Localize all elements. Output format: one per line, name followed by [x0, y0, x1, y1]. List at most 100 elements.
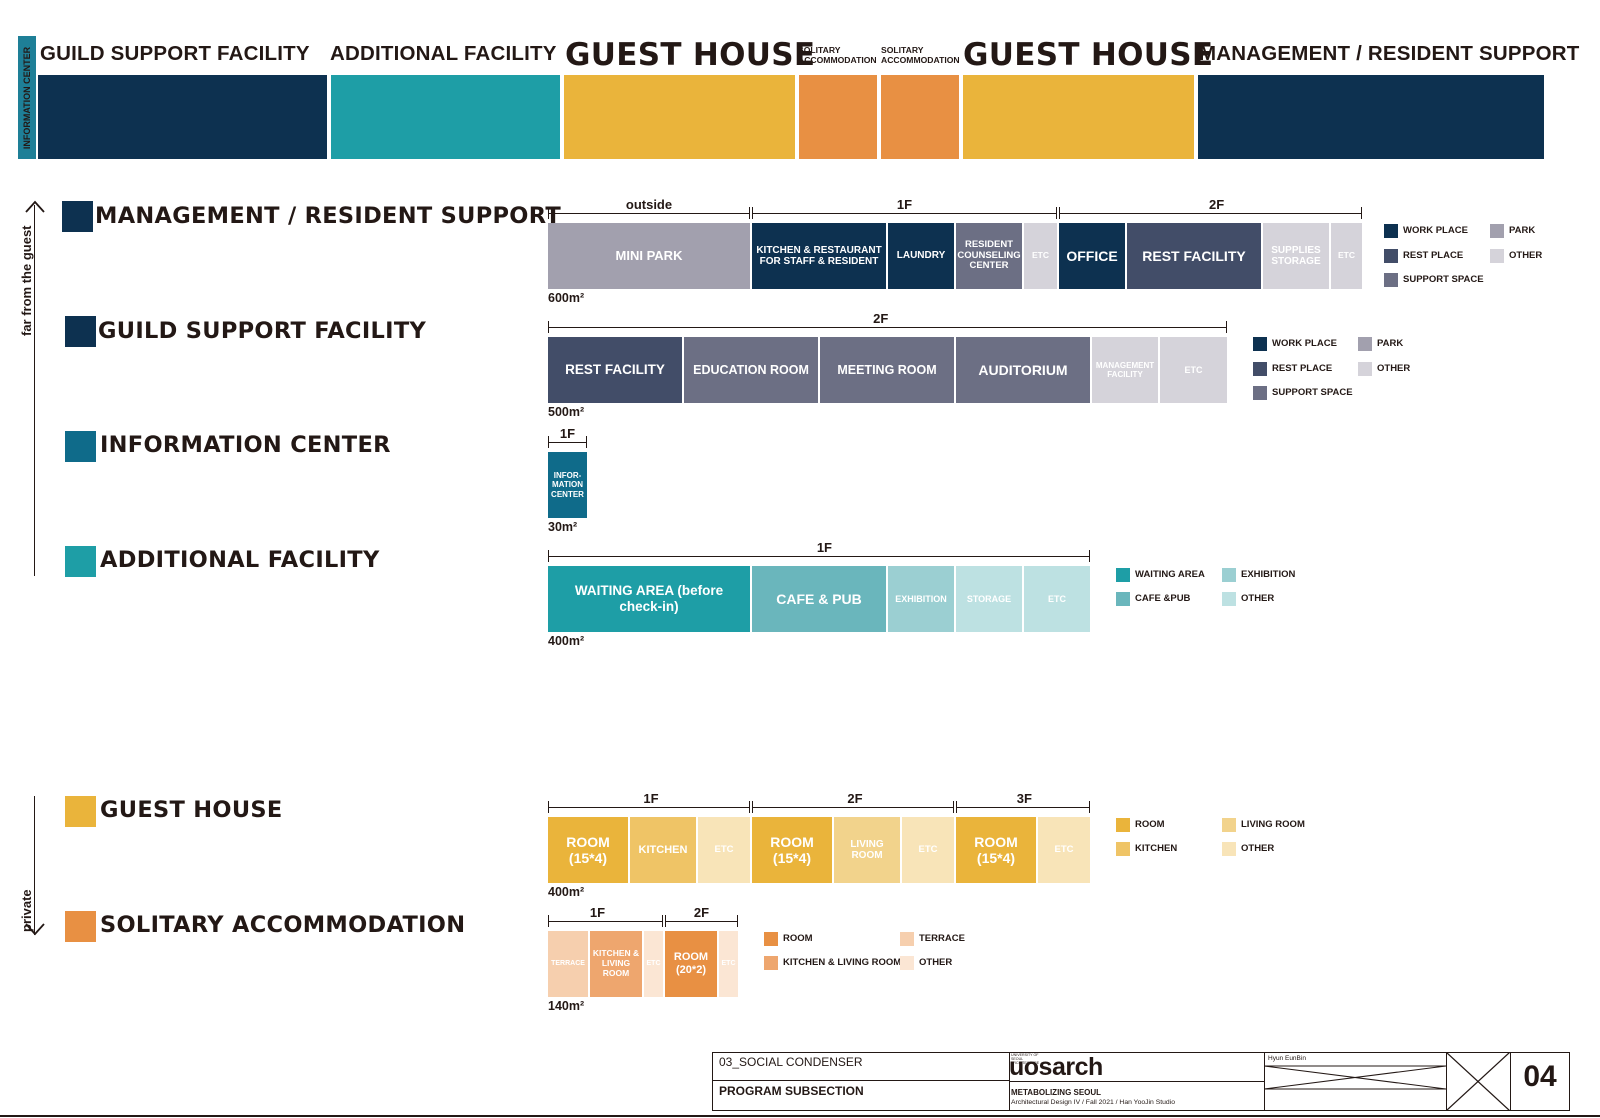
axis-lower-label: private — [19, 889, 34, 932]
title-block-sheet-title: PROGRAM SUBSECTION — [719, 1084, 864, 1098]
seg-additional-exhibition: EXHIBITION — [888, 566, 954, 632]
seg-solitary-etc-1f: ETC — [644, 931, 663, 997]
legend-management-park: PARK — [1509, 225, 1536, 236]
dim-label-guest-1f: 1F — [641, 791, 661, 806]
dim-label-guild-2f: 2F — [871, 311, 891, 326]
top-label-solitary-1-line1: SOLITARY — [798, 45, 841, 55]
top-block-guest-house-2 — [963, 75, 1194, 159]
legend-additional-other-swatch — [1222, 592, 1236, 606]
legend-solitary-room: ROOM — [783, 933, 813, 944]
title-block-page-number: 04 — [1523, 1060, 1557, 1093]
top-block-management — [1198, 75, 1544, 159]
dim-guest-3f: 3F — [956, 792, 1090, 814]
title-block-divider-3 — [1446, 1052, 1447, 1111]
title-block-logo-small: UNIVERSITY OF SEOUL ARCHITECTURE — [1011, 1053, 1040, 1065]
area-info: 30m² — [548, 520, 578, 534]
dim-management-2f: 2F — [1059, 198, 1362, 220]
top-label-additional: ADDITIONAL FACILITY — [330, 42, 557, 65]
seg-guest-etc-2f: ETC — [902, 817, 954, 883]
legend-guild-other-swatch — [1358, 362, 1372, 376]
dim-guest-1f: 1F — [548, 792, 750, 814]
seg-guest-room-3f: ROOM (15*4) — [956, 817, 1036, 883]
dim-management-outside: outside — [548, 198, 750, 220]
category-square-solitary — [65, 911, 96, 942]
title-block-divider-2 — [1264, 1052, 1265, 1111]
seg-management-etc-1: ETC — [1024, 223, 1057, 289]
top-block-guild — [38, 75, 327, 159]
seg-guild-education-room: EDUCATION ROOM — [684, 337, 818, 403]
seg-solitary-terrace: TERRACE — [548, 931, 588, 997]
top-label-information-center: INFORMATION CENTER — [22, 46, 32, 149]
top-label-solitary-2-line1: SOLITARY — [881, 45, 924, 55]
seg-management-kitchen-restaurant: KITCHEN & RESTAURANT FOR STAFF & RESIDEN… — [752, 223, 886, 289]
category-label-solitary: SOLITARY ACCOMMODATION — [100, 912, 466, 938]
category-label-info: INFORMATION CENTER — [100, 432, 391, 458]
seg-guest-etc-3f: ETC — [1038, 817, 1090, 883]
top-block-additional — [331, 75, 560, 159]
legend-guild-work-place: WORK PLACE — [1272, 338, 1337, 349]
title-block-cross-box — [1446, 1052, 1510, 1111]
seg-guild-etc: ETC — [1160, 337, 1227, 403]
top-label-solitary-1: SOLITARY ACCOMMODATION — [798, 45, 877, 66]
legend-management-rest-place-swatch — [1384, 249, 1398, 263]
legend-solitary-room-swatch — [764, 932, 778, 946]
legend-management-support-space: SUPPORT SPACE — [1403, 274, 1484, 285]
axis-upper-line — [34, 205, 35, 576]
legend-guest-other: OTHER — [1241, 843, 1275, 854]
legend-guild-rest-place-swatch — [1253, 362, 1267, 376]
axis-lower-arrowhead — [25, 923, 45, 936]
dim-label-guest-3f: 3F — [1014, 791, 1034, 806]
seg-guest-living-room: LIVING ROOM — [834, 817, 900, 883]
seg-additional-etc: ETC — [1024, 566, 1090, 632]
legend-solitary-other-swatch — [900, 956, 914, 970]
legend-management-other-swatch — [1490, 249, 1504, 263]
seg-management-etc-2: ETC — [1331, 223, 1362, 289]
legend-management-park-swatch — [1490, 224, 1504, 238]
dim-management-1f: 1F — [752, 198, 1057, 220]
top-label-guest-house-2: GUEST HOUSE — [963, 37, 1214, 73]
top-label-solitary-1-line2: ACCOMMODATION — [798, 55, 877, 66]
legend-guest-living-room: LIVING ROOM — [1241, 819, 1305, 830]
seg-guest-room-1f: ROOM (15*4) — [548, 817, 628, 883]
seg-guest-kitchen: KITCHEN — [630, 817, 696, 883]
top-block-solitary-2 — [881, 75, 959, 159]
axis-lower-line — [34, 796, 35, 935]
legend-management-work-place-swatch — [1384, 224, 1398, 238]
top-block-solitary-1 — [799, 75, 877, 159]
dim-label-solitary-2f: 2F — [691, 905, 712, 920]
legend-guest-kitchen-swatch — [1116, 842, 1130, 856]
legend-guest-kitchen: KITCHEN — [1135, 843, 1178, 854]
dim-additional-1f: 1F — [548, 541, 1090, 563]
category-square-additional — [65, 546, 96, 577]
dim-label-guest-2f: 2F — [845, 791, 865, 806]
seg-info-center: INFOR- MATION CENTER — [548, 452, 587, 518]
legend-additional-exhibition-swatch — [1222, 568, 1236, 582]
legend-guest-other-swatch — [1222, 842, 1236, 856]
dim-label-management-1f: 1F — [894, 197, 915, 212]
seg-management-counseling: RESIDENT COUNSELING CENTER — [956, 223, 1022, 289]
seg-guild-auditorium: AUDITORIUM — [956, 337, 1090, 403]
dim-solitary-2f: 2F — [665, 906, 738, 928]
legend-guest-room-swatch — [1116, 818, 1130, 832]
area-guild: 500m² — [548, 405, 585, 419]
legend-solitary-other: OTHER — [919, 957, 953, 968]
legend-additional-cafe-pub: CAFE &PUB — [1135, 593, 1191, 604]
category-label-management: MANAGEMENT / RESIDENT SUPPORT — [95, 203, 561, 229]
seg-management-rest-facility: REST FACILITY — [1127, 223, 1261, 289]
dim-guild-2f: 2F — [548, 312, 1227, 334]
dim-solitary-1f: 1F — [548, 906, 663, 928]
category-square-info — [65, 431, 96, 462]
category-label-guild: GUILD SUPPORT FACILITY — [98, 318, 427, 344]
top-block-information-center: INFORMATION CENTER — [18, 36, 36, 159]
seg-solitary-room: ROOM (20*2) — [665, 931, 717, 997]
legend-solitary-terrace-swatch — [900, 932, 914, 946]
seg-guest-etc-1f: ETC — [698, 817, 750, 883]
top-block-guest-house-1 — [564, 75, 795, 159]
top-label-guild: GUILD SUPPORT FACILITY — [40, 42, 310, 65]
category-square-management — [62, 201, 93, 232]
legend-management-rest-place: REST PLACE — [1403, 250, 1464, 261]
category-square-guest — [65, 796, 96, 827]
legend-management-other: OTHER — [1509, 250, 1543, 261]
legend-guild-other: OTHER — [1377, 363, 1411, 374]
dim-label-management-outside: outside — [623, 197, 675, 212]
